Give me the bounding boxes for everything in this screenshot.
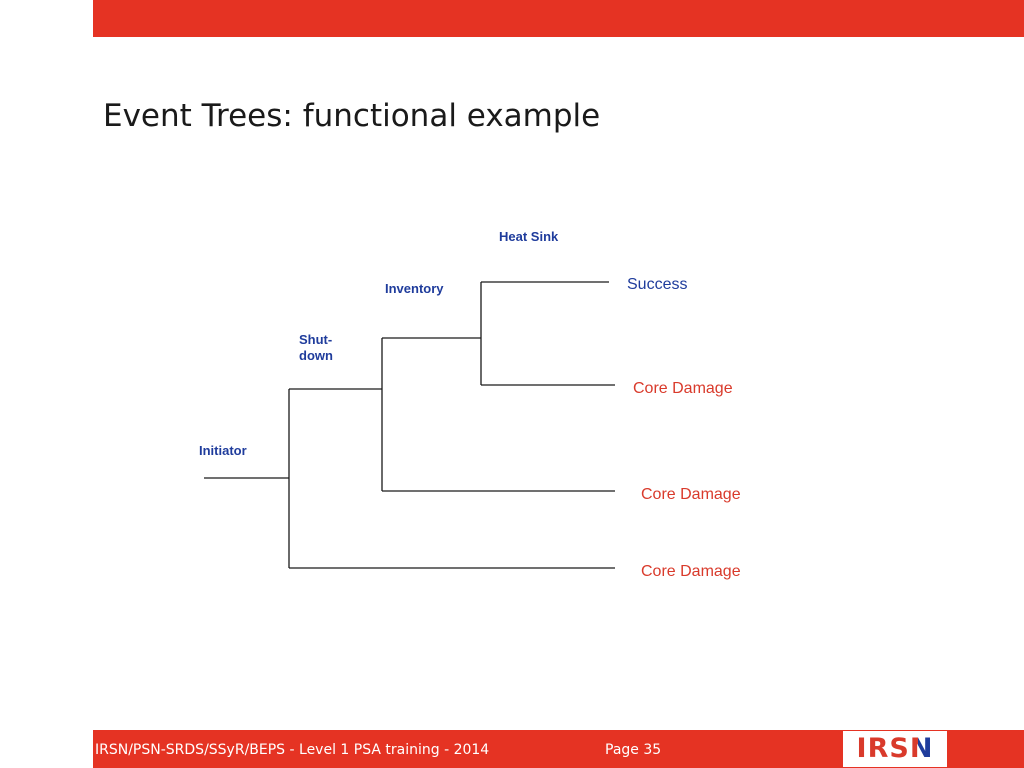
outcome-core-damage-2: Core Damage — [641, 486, 741, 503]
slide-title: Event Trees: functional example — [103, 98, 601, 134]
header-label-shutdown: Shut-down — [299, 332, 333, 363]
header-label-initiator: Initiator — [199, 443, 247, 458]
header-label-inventory: Inventory — [385, 281, 444, 296]
irsn-logo-text: IRSN — [843, 734, 947, 764]
top-brand-bar — [93, 0, 1024, 37]
outcome-core-damage-1: Core Damage — [633, 380, 733, 397]
footer-course-text: IRSN/PSN-SRDS/SSyR/BEPS - Level 1 PSA tr… — [95, 742, 490, 758]
footer-page-number: Page 35 — [605, 742, 662, 758]
irsn-logo: IRSN — [843, 731, 947, 767]
logo-letter-n: N — [909, 733, 934, 764]
header-label-heat-sink: Heat Sink — [499, 229, 559, 244]
outcome-core-damage-3: Core Damage — [641, 563, 741, 580]
logo-letters-irs: IRS — [856, 733, 910, 764]
outcome-success: Success — [627, 276, 688, 293]
